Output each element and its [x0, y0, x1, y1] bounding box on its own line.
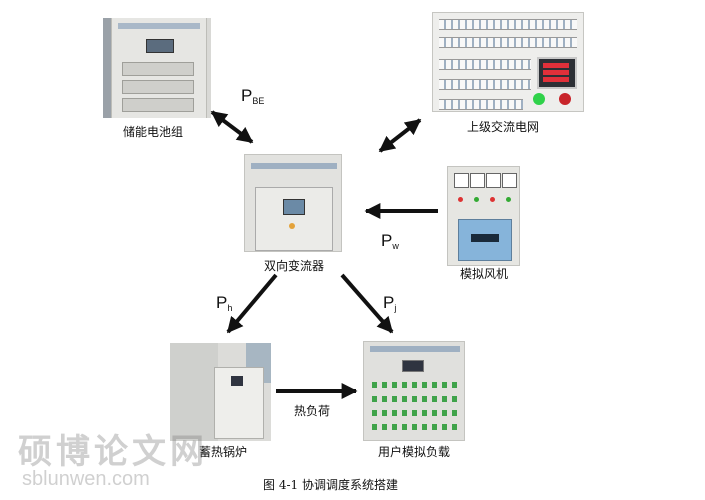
arrow-converter-boiler: [226, 273, 278, 334]
power-label-ph: Ph: [216, 293, 233, 313]
watermark-cn: 硕博论文网: [18, 432, 208, 472]
watermark-en: sblunwen.com: [22, 468, 150, 490]
wind-label: 模拟风机: [460, 267, 509, 281]
boiler-label: 蓄热锅炉: [199, 445, 248, 459]
battery-bank-photo: [103, 18, 211, 118]
heat-load-label: 热负荷: [294, 404, 331, 418]
arrow-battery-converter: [210, 110, 254, 144]
figure-caption: 图 4-1 协调调度系统搭建: [263, 478, 398, 492]
load-label: 用户模拟负载: [378, 445, 451, 459]
heat-storage-boiler-photo: [170, 343, 271, 441]
bidirectional-converter-photo: [244, 154, 342, 252]
power-label-pbe: PBE: [241, 86, 265, 106]
grid-label: 上级交流电网: [467, 120, 540, 134]
user-load-simulator-photo: [363, 341, 465, 441]
wind-turbine-simulator-photo: [447, 166, 520, 266]
battery-label: 储能电池组: [123, 125, 184, 139]
power-label-pw: Pw: [381, 231, 399, 251]
converter-label: 双向变流器: [264, 259, 325, 273]
ac-grid-panel-photo: [432, 12, 584, 112]
power-label-pj: Pj: [383, 293, 397, 313]
arrow-grid-converter: [378, 118, 422, 153]
